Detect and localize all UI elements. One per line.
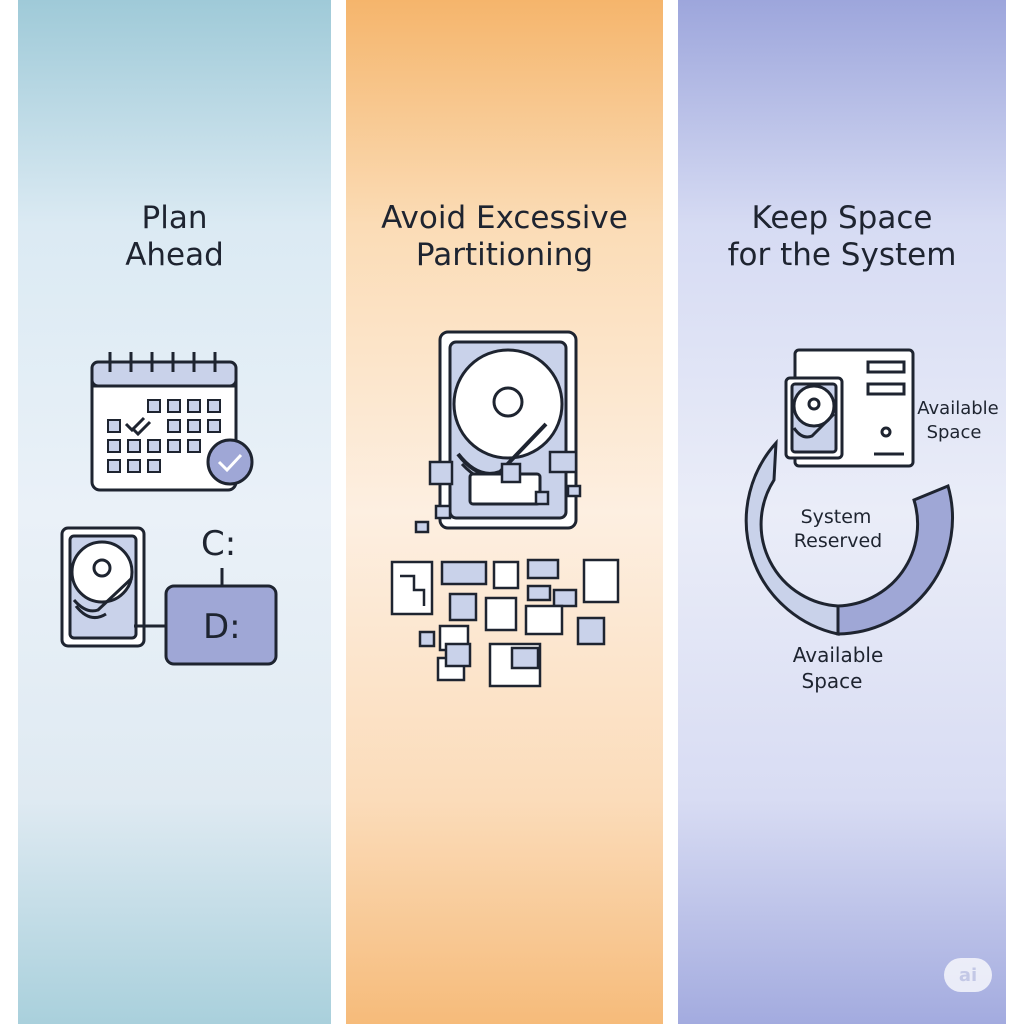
donut-chart-icon xyxy=(744,438,954,636)
hard-drive-icon xyxy=(60,526,146,648)
title-line-2: Partitioning xyxy=(415,237,594,273)
plan-ahead-illustration: C: D: xyxy=(60,352,278,666)
reserved-label-line-1: System xyxy=(801,506,872,528)
available-top-line-2: Space xyxy=(927,422,982,443)
keep-space-illustration: System Reserved Available Space Availabl… xyxy=(744,348,999,693)
title-line-1: Plan xyxy=(141,200,208,236)
drive-d-label: D: xyxy=(203,607,241,647)
panel-title-avoid-partitioning: Avoid Excessive Partitioning xyxy=(346,200,663,274)
panel-keep-space: Keep Space for the System System Reserve… xyxy=(678,0,1006,1024)
hard-drive-icon xyxy=(784,376,844,460)
panel-title-plan-ahead: Plan Ahead xyxy=(18,200,331,274)
available-top-line-1: Available xyxy=(917,398,998,419)
reserved-label-line-2: Reserved xyxy=(794,530,882,552)
available-bottom-line-2: Space xyxy=(802,669,863,693)
title-line-2: for the System xyxy=(727,237,957,273)
check-badge-icon xyxy=(206,438,254,486)
panel-avoid-partitioning: Avoid Excessive Partitioning xyxy=(346,0,663,1024)
hard-drive-icon xyxy=(438,330,578,530)
partitioning-illustration xyxy=(390,330,620,688)
available-bottom-line-1: Available xyxy=(793,643,884,667)
donut-segment-reserved: System Reserved xyxy=(794,506,882,552)
calendar-icon xyxy=(90,352,238,492)
panel-plan-ahead: Plan Ahead xyxy=(18,0,331,1024)
partition-fragments-icon xyxy=(390,450,620,688)
drive-c-label: C: xyxy=(201,524,236,564)
panel-title-keep-space: Keep Space for the System xyxy=(678,200,1006,274)
title-line-1: Keep Space xyxy=(751,200,933,236)
ai-badge: ai xyxy=(944,958,992,992)
title-line-2: Ahead xyxy=(125,237,224,273)
title-line-1: Avoid Excessive xyxy=(381,200,628,236)
